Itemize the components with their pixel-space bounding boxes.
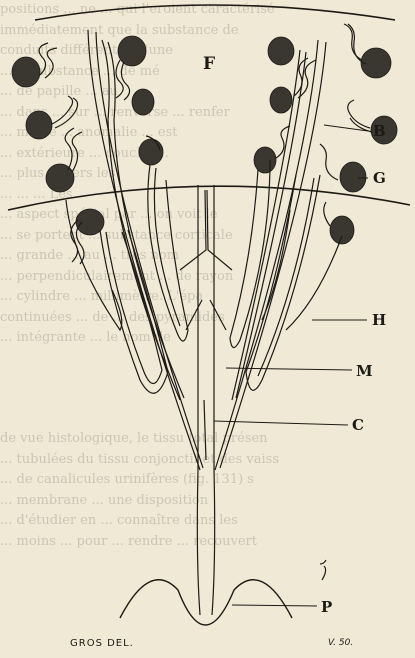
glomerulus [46,164,74,192]
label-F: F [203,54,215,74]
glomerulus [254,147,276,173]
caption-left: GROS DEL. [70,638,134,649]
medullary-bundle [180,185,232,615]
leader-P [232,605,317,606]
glomerulus [12,57,40,87]
glomerulus [361,48,391,78]
label-B: B [373,122,386,140]
label-G: G [373,169,386,187]
glomerulus [118,36,146,66]
caption-right: V. 50. [328,638,353,648]
label-M: M [356,362,373,380]
glomerulus [132,89,154,115]
glomerulus [270,87,292,113]
outer-cortex-boundary [35,5,395,20]
label-C: C [352,416,364,434]
glomerulus [26,111,52,139]
glomerulus [340,162,366,192]
glomerulus [330,216,354,244]
glomerulus [268,37,294,65]
glomerulus [139,139,163,165]
label-H: H [372,311,386,329]
papilla-mark [320,560,326,580]
papilla [120,580,292,625]
label-P: P [321,598,332,616]
